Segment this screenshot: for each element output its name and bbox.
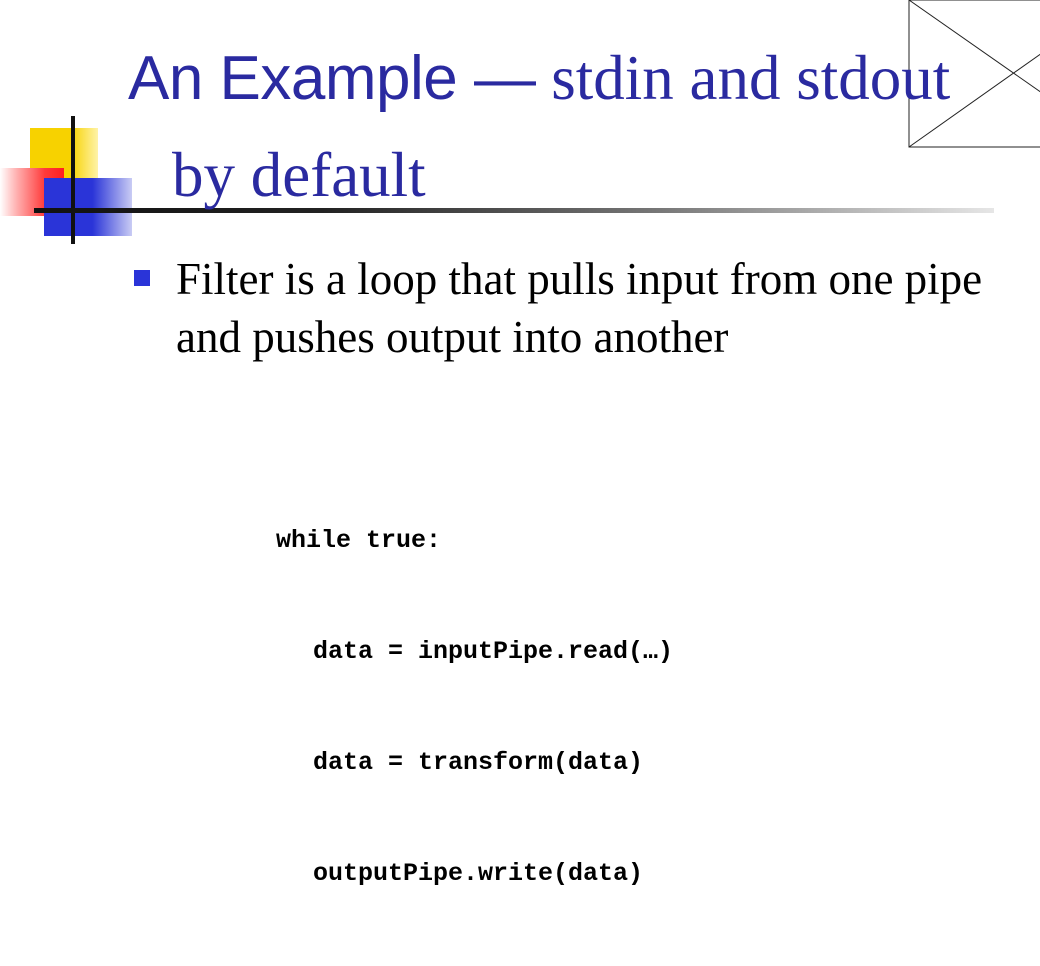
title-underline-rule [34,208,994,213]
slide-title-serif-part: stdin and stdout [535,43,951,113]
slide: An Example — stdin and stdout by default… [0,0,1040,888]
decorative-vertical-line [71,116,75,244]
code-line: data = transform(data) [313,748,644,777]
decorative-blue-square [44,178,132,236]
code-line: while true: [276,526,442,555]
slide-title-line-1: An Example — stdin and stdout [128,38,1028,135]
slide-title: An Example — stdin and stdout by default [128,38,1028,215]
code-block: while true: data = inputPipe.read(…) dat… [276,448,673,966]
bullet-square-icon [134,270,150,286]
code-line: outputPipe.write(data) [313,859,644,888]
code-line: data = inputPipe.read(…) [313,637,674,666]
bullet-text: Filter is a loop that pulls input from o… [176,254,983,362]
slide-title-sans-part: An Example — [128,44,536,113]
slide-title-line-2: by default [172,140,426,210]
crossed-box-icon [908,0,1040,148]
